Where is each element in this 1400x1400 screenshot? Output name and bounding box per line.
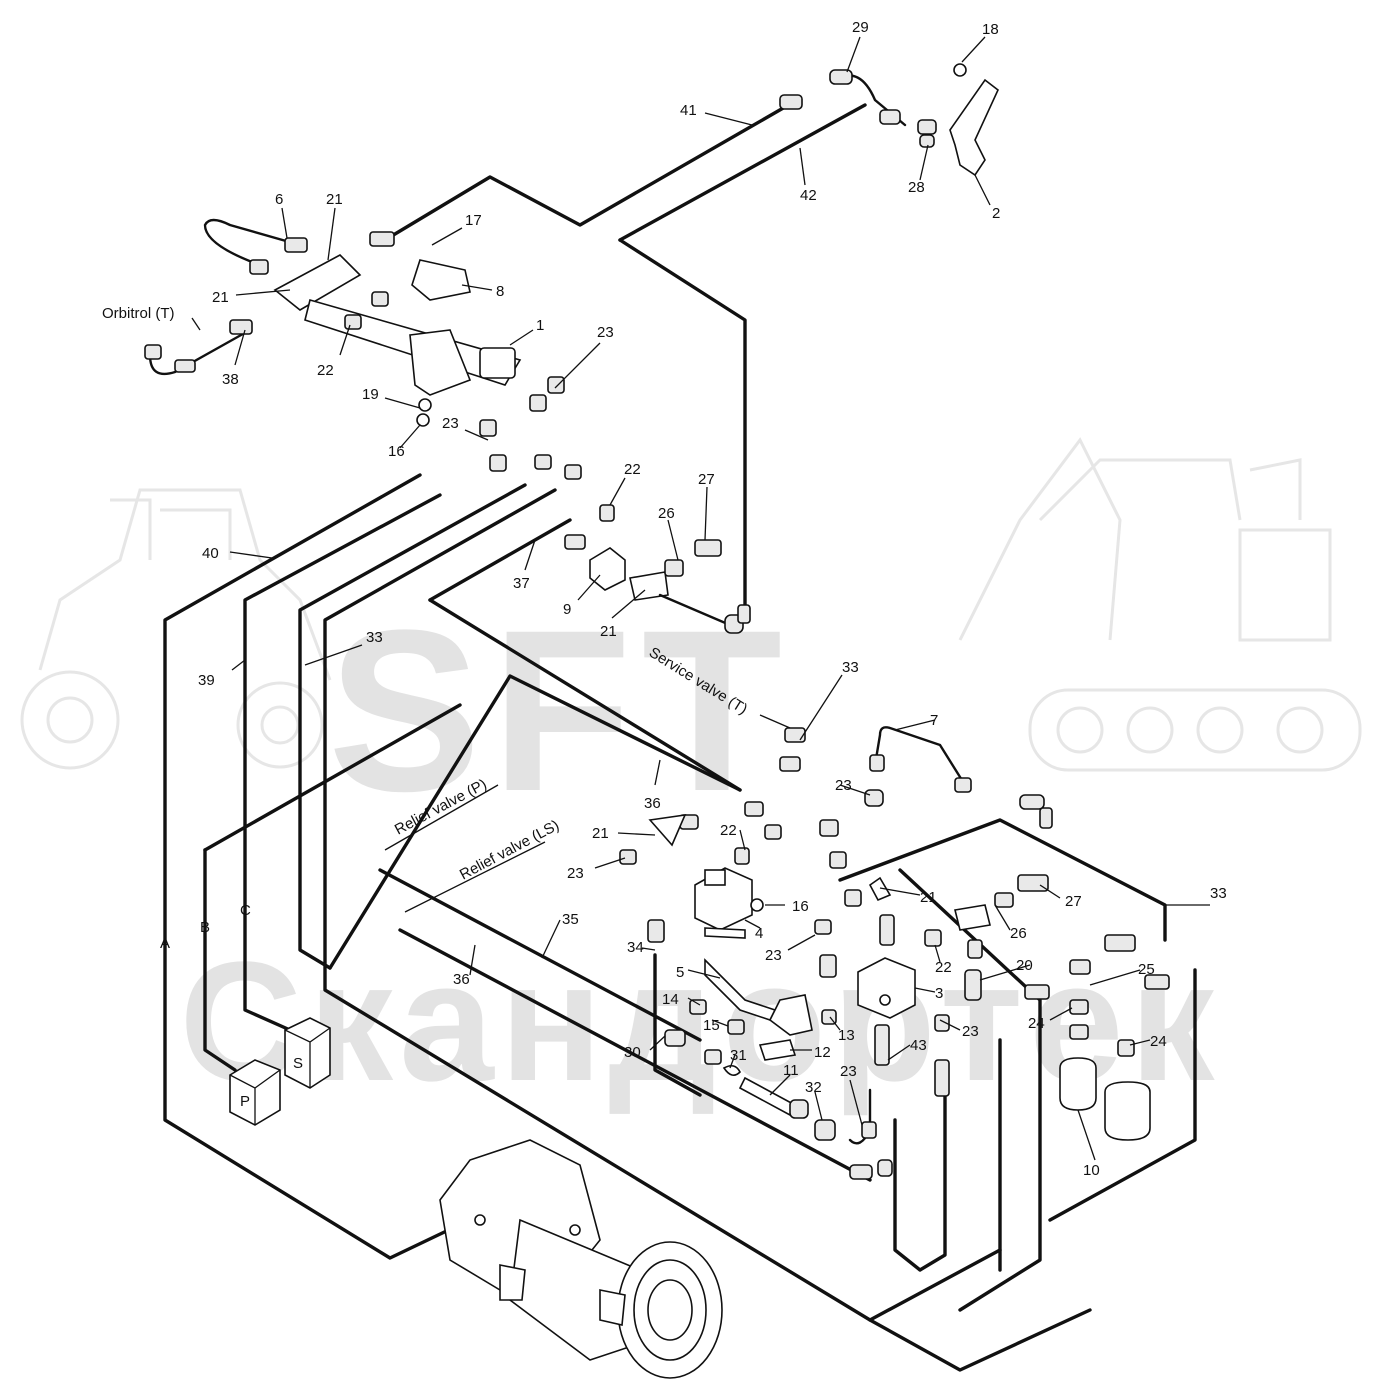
callout-38: 38: [222, 371, 239, 388]
line-letter-a: A: [160, 935, 170, 952]
callout-40: 40: [202, 545, 219, 562]
callout-31: 31: [730, 1047, 747, 1064]
callout-13: 13: [838, 1027, 855, 1044]
callout-23-d: 23: [567, 865, 584, 882]
callout-20: 20: [1016, 957, 1033, 974]
callout-27-a: 27: [698, 471, 715, 488]
leader-lines: [191, 36, 1210, 1161]
callout-21-a: 21: [326, 191, 343, 208]
callout-22-a: 22: [317, 362, 334, 379]
callout-37: 37: [513, 575, 530, 592]
callout-24-a: 24: [1028, 1015, 1045, 1032]
steering-valve-2: [779, 63, 999, 177]
callout-14: 14: [662, 991, 679, 1008]
callout-28: 28: [908, 179, 925, 196]
callout-1: 1: [536, 317, 544, 334]
callout-21-c: 21: [600, 623, 617, 640]
callout-21-d: 21: [592, 825, 609, 842]
callout-36-a: 36: [644, 795, 661, 812]
callout-26-b: 26: [1010, 925, 1027, 942]
callout-7: 7: [930, 712, 938, 729]
fittings-right: [954, 874, 1049, 1001]
callout-10: 10: [1083, 1162, 1100, 1179]
hose-7: [779, 726, 1053, 829]
callout-22-c: 22: [720, 822, 737, 839]
port-label-p: P: [240, 1093, 250, 1110]
callout-43: 43: [910, 1037, 927, 1054]
callout-3: 3: [935, 985, 943, 1002]
line-letter-b: B: [200, 919, 210, 936]
port-block-p: P: [229, 1059, 281, 1126]
port-label-s: S: [293, 1055, 303, 1072]
callout-29: 29: [852, 19, 869, 36]
callout-9: 9: [563, 601, 571, 618]
components: P S: [144, 63, 1170, 1379]
callout-15: 15: [703, 1017, 720, 1034]
callout-23-a: 23: [597, 324, 614, 341]
callout-23-b: 23: [442, 415, 459, 432]
callout-33-a: 33: [366, 629, 383, 646]
callout-numbers: 29 18 41 42 28 2 6 21 17 8 21 38 22 1 23…: [198, 19, 1227, 1179]
label-orbitrol-t: Orbitrol (T): [102, 305, 175, 322]
callout-33-b: 33: [842, 659, 859, 676]
manifold-1: [273, 254, 615, 522]
callout-23-c: 23: [835, 777, 852, 794]
callout-16-b: 16: [792, 898, 809, 915]
callout-26-a: 26: [658, 505, 675, 522]
excavator-silhouette: [958, 437, 1362, 772]
valve-3: [814, 876, 950, 1097]
callout-42: 42: [800, 187, 817, 204]
callout-27-b: 27: [1065, 893, 1082, 910]
callout-23-e: 23: [765, 947, 782, 964]
callout-21-e: 21: [920, 889, 937, 906]
callout-24-b: 24: [1150, 1033, 1167, 1050]
callout-18: 18: [982, 21, 999, 38]
watermark: SFT Скандортек: [20, 437, 1362, 1117]
callout-22-d: 22: [935, 959, 952, 976]
callout-32: 32: [805, 1079, 822, 1096]
port-block-s: S: [284, 1017, 331, 1089]
tractor-silhouette: [20, 488, 332, 770]
callout-16-a: 16: [388, 443, 405, 460]
callout-41: 41: [680, 102, 697, 119]
accumulators-10: [1024, 934, 1170, 1141]
axle-housing: [439, 1139, 723, 1379]
bracket-5: [689, 958, 837, 1061]
callout-30: 30: [624, 1044, 641, 1061]
callout-11: 11: [783, 1062, 799, 1079]
line-letter-c: C: [240, 902, 251, 919]
valve-4: [619, 801, 847, 943]
callout-36-b: 36: [453, 971, 470, 988]
callout-17: 17: [465, 212, 482, 229]
callout-21-b: 21: [212, 289, 229, 306]
callout-6: 6: [275, 191, 283, 208]
valve-9: [564, 534, 751, 634]
callout-35: 35: [562, 911, 579, 928]
callout-2: 2: [992, 205, 1000, 222]
pipe-network: [163, 103, 1197, 1372]
callout-25: 25: [1138, 961, 1155, 978]
callout-34: 34: [627, 939, 644, 956]
watermark-company: Скандортек: [179, 927, 1220, 1117]
orbitrol-hose: [144, 218, 395, 376]
pipe-11: [664, 1029, 893, 1180]
callout-39: 39: [198, 672, 215, 689]
callout-8: 8: [496, 283, 504, 300]
callout-22-b: 22: [624, 461, 641, 478]
watermark-logo: SFT: [328, 582, 792, 839]
callout-5: 5: [676, 964, 684, 981]
callout-4: 4: [755, 925, 763, 942]
callout-12: 12: [814, 1044, 831, 1061]
callout-23-g: 23: [840, 1063, 857, 1080]
callout-19: 19: [362, 386, 379, 403]
callout-33-c: 33: [1210, 885, 1227, 902]
callout-23-f: 23: [962, 1023, 979, 1040]
